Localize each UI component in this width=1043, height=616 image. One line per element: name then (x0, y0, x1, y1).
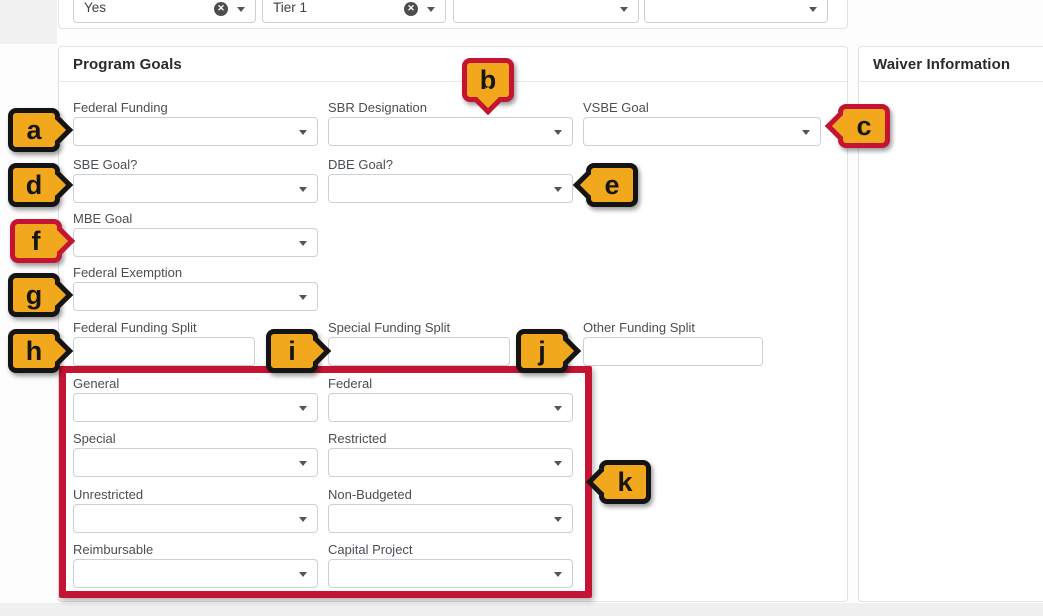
vsbe-goal-field: VSBE Goal (583, 100, 821, 146)
federal-field: Federal (328, 376, 573, 422)
dropdown-caret-icon (299, 240, 307, 246)
field-label: Reimbursable (73, 542, 154, 557)
field-label: Capital Project (328, 542, 413, 557)
dropdown-caret-icon (427, 6, 435, 12)
field-label: DBE Goal? (328, 157, 394, 172)
dropdown-caret-icon (554, 571, 562, 577)
sbe-goal-field: SBE Goal? (73, 157, 318, 203)
dropdown-caret-icon (554, 186, 562, 192)
dropdown-caret-icon (554, 405, 562, 411)
restricted-field: Restricted (328, 431, 573, 477)
federal-exemption-select[interactable] (73, 282, 318, 311)
special-field: Special (73, 431, 318, 477)
field-label: Other Funding Split (583, 320, 696, 335)
field-label: Federal Funding Split (73, 320, 197, 335)
waiver-information-title: Waiver Information (873, 55, 1011, 73)
mbe-goal-field: MBE Goal (73, 211, 318, 257)
dropdown-caret-icon (299, 460, 307, 466)
field-label: Federal Exemption (73, 265, 183, 280)
clear-icon[interactable]: ✕ (214, 1, 228, 16)
special-funding-split-field: Special Funding Split (328, 320, 510, 366)
annotation-marker-h: h (8, 329, 74, 373)
annotation-marker-f: f (10, 219, 76, 263)
field-label: Federal (328, 376, 373, 391)
sbr-designation-select[interactable] (328, 117, 573, 146)
filter-select-2-value: Tier 1 (273, 0, 308, 15)
vsbe-goal-select[interactable] (583, 117, 821, 146)
dropdown-caret-icon (299, 571, 307, 577)
waiver-information-header: Waiver Information (859, 47, 1043, 82)
dbe-goal-field: DBE Goal? (328, 157, 573, 203)
annotation-marker-j: j (516, 329, 582, 373)
general-field: General (73, 376, 318, 422)
annotation-marker-g: g (8, 273, 74, 317)
annotation-marker-e: e (572, 163, 638, 207)
unrestricted-field: Unrestricted (73, 487, 318, 533)
special-select[interactable] (73, 448, 318, 477)
background-strip (0, 0, 57, 44)
dropdown-caret-icon (620, 6, 628, 12)
sbr-designation-field: SBR Designation (328, 100, 573, 146)
dropdown-caret-icon (809, 6, 817, 12)
reimbursable-field: Reimbursable (73, 542, 318, 588)
annotation-marker-i: i (266, 329, 332, 373)
dropdown-caret-icon (802, 129, 810, 135)
dropdown-caret-icon (299, 186, 307, 192)
federal-funding-field: Federal Funding (73, 100, 318, 146)
field-label: Non-Budgeted (328, 487, 412, 502)
filter-select-1-value: Yes (84, 0, 107, 15)
other-funding-split-input[interactable] (583, 337, 763, 366)
federal-select[interactable] (328, 393, 573, 422)
mbe-goal-select[interactable] (73, 228, 318, 257)
dropdown-caret-icon (299, 294, 307, 300)
field-label: Restricted (328, 431, 387, 446)
non-budgeted-select[interactable] (328, 504, 573, 533)
federal-funding-split-field: Federal Funding Split (73, 320, 255, 366)
program-goals-title: Program Goals (73, 55, 182, 73)
clear-icon[interactable]: ✕ (404, 1, 418, 16)
capital-project-field: Capital Project (328, 542, 573, 588)
field-label: Federal Funding (73, 100, 168, 115)
background-strip (0, 603, 1043, 616)
field-label: SBR Designation (328, 100, 427, 115)
top-filter-card: Yes ✕ Tier 1 ✕ (58, 0, 848, 29)
field-label: SBE Goal? (73, 157, 138, 172)
federal-funding-split-input[interactable] (73, 337, 255, 366)
filter-select-2[interactable]: Tier 1 ✕ (262, 0, 446, 23)
field-label: General (73, 376, 120, 391)
other-funding-split-field: Other Funding Split (583, 320, 763, 366)
dropdown-caret-icon (554, 516, 562, 522)
federal-funding-select[interactable] (73, 117, 318, 146)
dbe-goal-select[interactable] (328, 174, 573, 203)
special-funding-split-input[interactable] (328, 337, 510, 366)
annotation-marker-a: a (8, 108, 74, 152)
field-label: Special Funding Split (328, 320, 451, 335)
general-select[interactable] (73, 393, 318, 422)
unrestricted-select[interactable] (73, 504, 318, 533)
annotation-marker-d: d (8, 163, 74, 207)
capital-project-select[interactable] (328, 559, 573, 588)
annotation-marker-c: c (824, 104, 890, 148)
sbe-goal-select[interactable] (73, 174, 318, 203)
annotation-marker-k: k (585, 460, 651, 504)
program-goals-header: Program Goals (59, 47, 847, 82)
field-label: MBE Goal (73, 211, 133, 226)
dropdown-caret-icon (554, 460, 562, 466)
reimbursable-select[interactable] (73, 559, 318, 588)
dropdown-caret-icon (299, 405, 307, 411)
restricted-select[interactable] (328, 448, 573, 477)
dropdown-caret-icon (554, 129, 562, 135)
dropdown-caret-icon (299, 516, 307, 522)
filter-select-1[interactable]: Yes ✕ (73, 0, 256, 23)
dropdown-caret-icon (237, 6, 245, 12)
annotation-marker-b: b (462, 58, 514, 116)
filter-select-3[interactable] (453, 0, 639, 23)
federal-exemption-field: Federal Exemption (73, 265, 318, 311)
field-label: Special (73, 431, 116, 446)
filter-select-4[interactable] (644, 0, 828, 23)
dropdown-caret-icon (299, 129, 307, 135)
field-label: Unrestricted (73, 487, 144, 502)
field-label: VSBE Goal (583, 100, 649, 115)
non-budgeted-field: Non-Budgeted (328, 487, 573, 533)
